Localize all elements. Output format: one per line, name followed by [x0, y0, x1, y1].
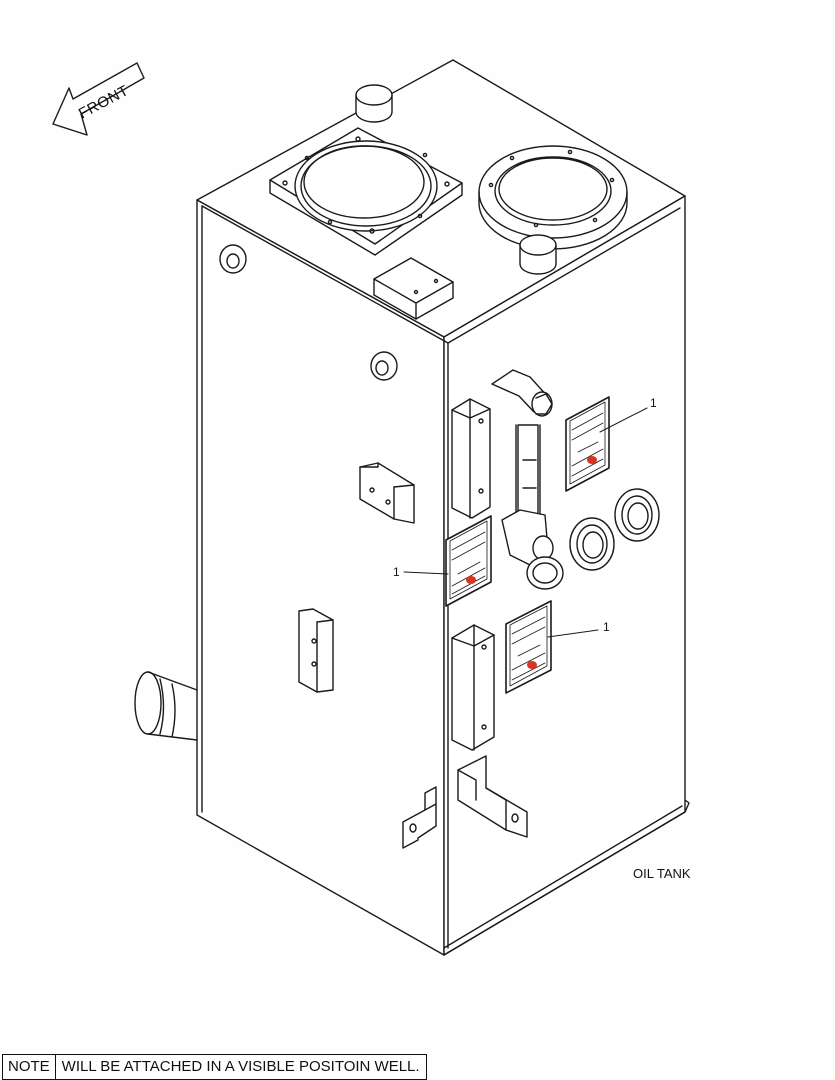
level-gauge — [491, 369, 564, 590]
right-face-bar-lower — [451, 624, 495, 751]
diagram-caption: OIL TANK — [633, 866, 691, 881]
left-face-bar — [298, 608, 334, 693]
callout-leaders — [403, 407, 648, 638]
left-face-boss-middle — [370, 351, 398, 381]
warning-label-2 — [445, 515, 492, 607]
callout-number-1c: 1 — [603, 620, 610, 634]
side-pipe — [134, 671, 198, 741]
square-flange — [269, 127, 463, 256]
bracket-right — [457, 755, 528, 838]
right-face-bar-upper — [451, 398, 491, 519]
port-right — [614, 488, 660, 542]
left-face-pad — [359, 462, 415, 524]
front-arrow-icon: FRONT — [52, 62, 145, 136]
top-boss-rear — [355, 84, 393, 123]
note-tag: NOTE — [3, 1055, 56, 1079]
callout-number-1b: 1 — [393, 565, 400, 579]
callout-number-1a: 1 — [650, 396, 657, 410]
warning-label-1 — [565, 396, 610, 492]
port-left — [569, 517, 615, 571]
warning-label-3 — [505, 600, 552, 694]
top-block — [373, 257, 454, 320]
bracket-left — [402, 786, 437, 849]
note-box: NOTE WILL BE ATTACHED IN A VISIBLE POSIT… — [2, 1054, 427, 1080]
top-boss-front — [519, 234, 557, 275]
note-text: WILL BE ATTACHED IN A VISIBLE POSITOIN W… — [61, 1058, 420, 1075]
left-face-boss-upper — [219, 244, 247, 274]
